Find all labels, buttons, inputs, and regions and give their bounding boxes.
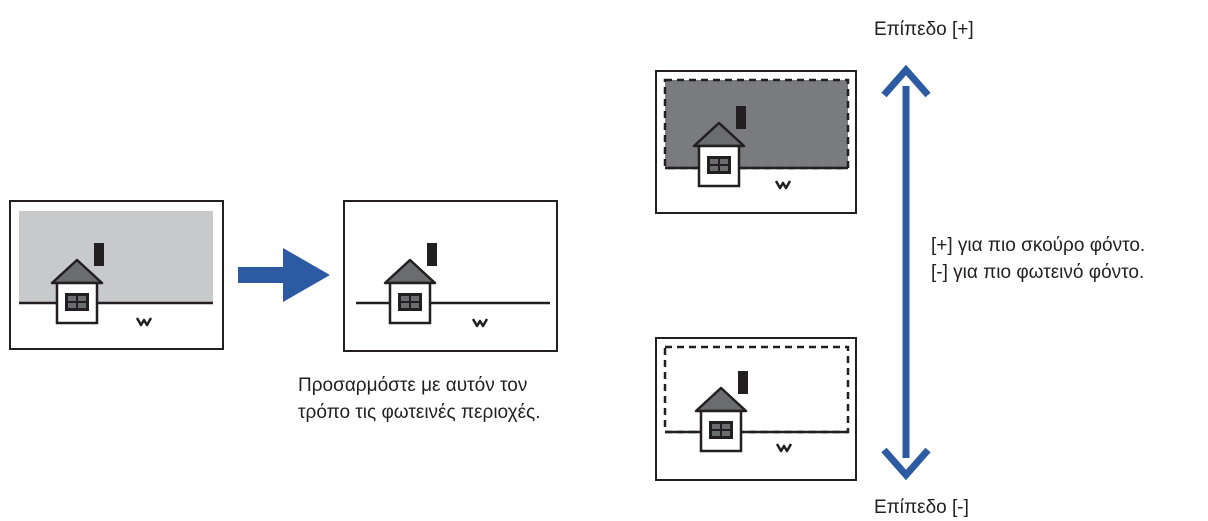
description-line-plus: [+] για πιο σκούρο φόντο. [931, 232, 1145, 259]
adjusted-image [344, 201, 557, 351]
dark-gray-background [665, 80, 848, 168]
description-line-minus: [-] για πιο φωτεινό φόντο. [931, 259, 1145, 286]
original-image [10, 201, 223, 349]
level-plus-label: Επίπεδο [+] [874, 16, 974, 43]
level-minus-image [656, 338, 856, 480]
caption-line-2: τρόπο τις φωτεινές περιοχές. [298, 399, 541, 426]
caption-line-1: Προσαρμόστε με αυτόν τον [298, 372, 541, 399]
level-plus-image [656, 71, 856, 213]
light-gray-background [19, 211, 213, 303]
right-arrow-icon [238, 248, 330, 302]
double-arrow-icon [884, 70, 928, 475]
level-description: [+] για πιο σκούρο φόντο. [-] για πιο φω… [931, 232, 1145, 286]
adjustment-caption: Προσαρμόστε με αυτόν τον τρόπο τις φωτει… [298, 372, 541, 426]
